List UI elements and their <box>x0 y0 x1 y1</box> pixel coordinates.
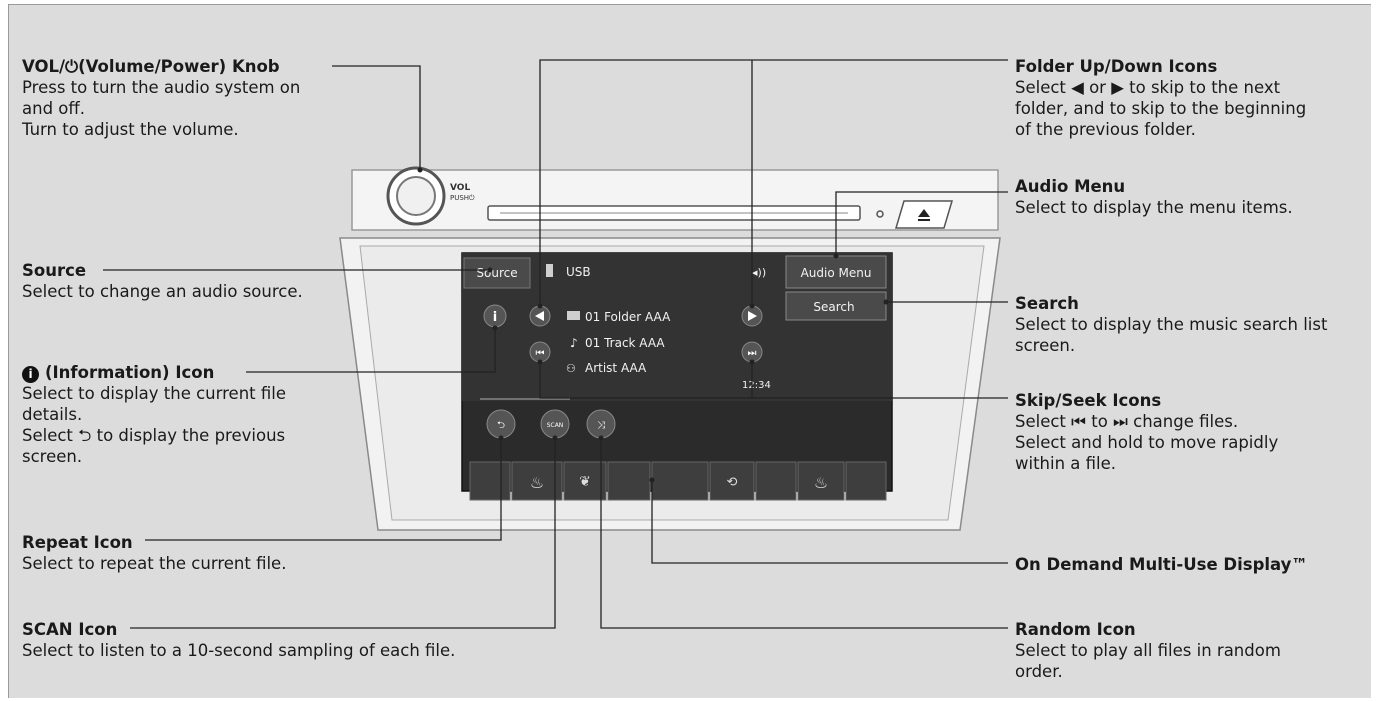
climate-icon: ❦ <box>579 474 591 490</box>
repeat-title: Repeat Icon <box>22 533 133 552</box>
callout-folder: Folder Up/Down Icons Select ◀ or ▶ to sk… <box>1015 56 1365 140</box>
push-label: PUSH⏻ <box>450 194 475 202</box>
callout-source: Source Select to change an audio source. <box>22 260 362 302</box>
random-title: Random Icon <box>1015 620 1136 639</box>
odmd-key-4[interactable] <box>607 461 651 501</box>
skip-forward-glyph: ⏭ <box>748 348 757 359</box>
leader-folder-down <box>539 59 1008 306</box>
scan-title: SCAN Icon <box>22 620 118 639</box>
leader-vol <box>332 65 421 170</box>
leader-audio-menu <box>835 191 1008 256</box>
callout-scan: SCAN Icon Select to listen to a 10-secon… <box>22 619 582 661</box>
callout-skip: Skip/Seek Icons Select ⏮ to ⏭ change fil… <box>1015 390 1365 474</box>
music-note-icon: ♪ <box>570 336 578 350</box>
odmd-key-1[interactable] <box>469 461 511 501</box>
leader-lines <box>103 59 1008 629</box>
repeat-glyph: ⮌ <box>497 420 505 431</box>
slot-indicator <box>876 210 884 218</box>
vol-knob-desc: Press to turn the audio system on and of… <box>22 78 301 139</box>
odmd-key-7[interactable] <box>755 461 797 501</box>
odmd-key-5[interactable] <box>651 461 709 501</box>
folder-down-arrow <box>535 311 544 321</box>
folder-up-arrow <box>748 311 757 321</box>
search-label: Search <box>813 300 854 314</box>
leader-repeat <box>145 438 502 541</box>
folder-icon <box>567 311 580 320</box>
scan-desc: Select to listen to a 10-second sampling… <box>22 641 456 660</box>
odmd-key-recirc[interactable] <box>709 461 755 501</box>
track-name: 01 Track AAA <box>585 336 665 350</box>
leader-info <box>246 328 496 373</box>
info-desc: Select to display the current file detai… <box>22 384 287 466</box>
random-glyph: ⤨ <box>597 420 605 431</box>
recirculation-icon: ⟲ <box>727 475 738 490</box>
search-title: Search <box>1015 294 1079 313</box>
random-desc: Select to play all files in random order… <box>1015 641 1281 681</box>
search-button[interactable] <box>785 291 887 321</box>
callout-vol-knob: VOL/⏻(Volume/Power) Knob Press to turn t… <box>22 56 352 140</box>
leader-dots <box>417 167 889 483</box>
info-icon-glyph: i <box>493 310 497 325</box>
odmd-title: On Demand Multi-Use Display™ <box>1015 555 1308 574</box>
leader-skip-back <box>539 362 1008 399</box>
skip-back-glyph: ⏮ <box>536 348 545 359</box>
audio-menu-desc: Select to display the menu items. <box>1015 198 1293 217</box>
odmd-key-9[interactable] <box>845 461 887 501</box>
volume-knob-inner <box>396 176 436 216</box>
source-desc: Select to change an audio source. <box>22 282 303 301</box>
source-title: Source <box>22 261 87 280</box>
odmd-key-seat-right[interactable] <box>797 461 845 501</box>
leader-random <box>600 438 1008 629</box>
scan-label: SCAN <box>547 422 564 429</box>
folder-desc: Select ◀ or ▶ to skip to the next folder… <box>1015 78 1307 139</box>
source-button[interactable] <box>463 257 531 289</box>
info-badge-icon: i <box>22 366 39 383</box>
callout-audio-menu: Audio Menu Select to display the menu it… <box>1015 176 1365 218</box>
artist-name: Artist AAA <box>585 361 647 375</box>
leader-odmd <box>651 480 1008 564</box>
repeat-desc: Select to repeat the current file. <box>22 554 287 573</box>
odmd-key-seat-left[interactable] <box>511 461 563 501</box>
skip-desc: Select ⏮ to ⏭ change files. Select and h… <box>1015 412 1279 473</box>
vol-knob-title: VOL/⏻(Volume/Power) Knob <box>22 57 280 76</box>
search-desc: Select to display the music search list … <box>1015 315 1328 355</box>
skip-title: Skip/Seek Icons <box>1015 391 1162 410</box>
usb-icon <box>546 264 553 277</box>
folder-title: Folder Up/Down Icons <box>1015 57 1218 76</box>
usb-label: USB <box>566 265 591 279</box>
eject-icon-bar <box>918 219 930 221</box>
source-button-label: Source <box>476 266 517 280</box>
audio-menu-title: Audio Menu <box>1015 177 1126 196</box>
audio-menu-label: Audio Menu <box>801 266 872 280</box>
speaker-icon: ◂)) <box>752 266 766 279</box>
seat-heater-right-icon: ♨ <box>814 473 828 492</box>
seat-heater-left-icon: ♨ <box>530 473 544 492</box>
callout-info: i (Information) Icon Select to display th… <box>22 362 352 467</box>
callout-search: Search Select to display the music searc… <box>1015 293 1365 356</box>
callout-odmd: On Demand Multi-Use Display™ <box>1015 554 1365 575</box>
info-title-row: i (Information) Icon <box>22 362 352 383</box>
folder-name: 01 Folder AAA <box>585 310 671 324</box>
multi-use-display: ♨ ❦ ⟲ ♨ <box>469 461 887 501</box>
callout-random: Random Icon Select to play all files in … <box>1015 619 1365 682</box>
track-time: 12:34 <box>742 380 771 391</box>
leader-scan <box>130 438 556 629</box>
vol-label: VOL <box>450 183 470 193</box>
artist-icon: ⚇ <box>566 362 576 375</box>
info-title: (Information) Icon <box>45 363 215 382</box>
eject-icon <box>918 209 930 217</box>
callout-repeat: Repeat Icon Select to repeat the current… <box>22 532 362 574</box>
odmd-key-climate[interactable] <box>563 461 607 501</box>
